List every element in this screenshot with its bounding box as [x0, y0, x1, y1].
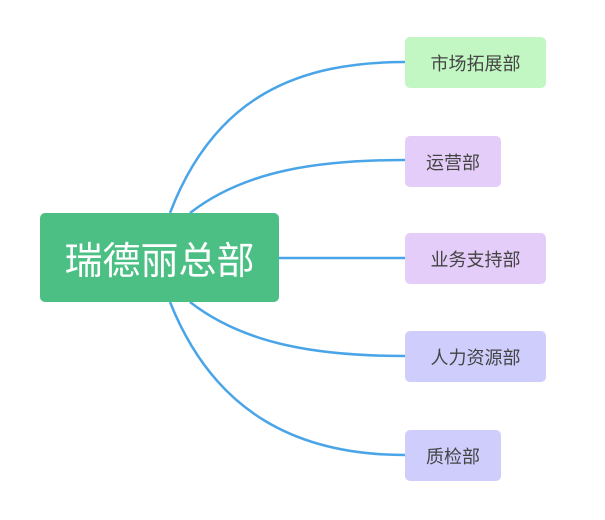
branch-node-label: 质检部	[426, 446, 480, 468]
branch-node-operations[interactable]: 运营部	[405, 136, 501, 187]
connector-line-4	[168, 301, 406, 457]
branch-node-label: 业务支持部	[430, 249, 521, 271]
connector-line-3	[189, 301, 406, 358]
branch-node-label: 市场拓展部	[430, 53, 521, 75]
branch-node-label: 人力资源部	[430, 347, 521, 369]
branch-node-market-expansion[interactable]: 市场拓展部	[405, 37, 546, 88]
branch-node-business-support[interactable]: 业务支持部	[405, 233, 546, 284]
branch-node-human-resources[interactable]: 人力资源部	[405, 331, 546, 382]
root-node[interactable]: 瑞德丽总部	[40, 213, 279, 302]
connector-line-1	[189, 158, 406, 214]
connector-line-0	[168, 60, 406, 214]
branch-node-label: 运营部	[426, 152, 480, 174]
branch-node-quality-inspection[interactable]: 质检部	[405, 430, 501, 481]
root-node-label: 瑞德丽总部	[64, 239, 255, 283]
